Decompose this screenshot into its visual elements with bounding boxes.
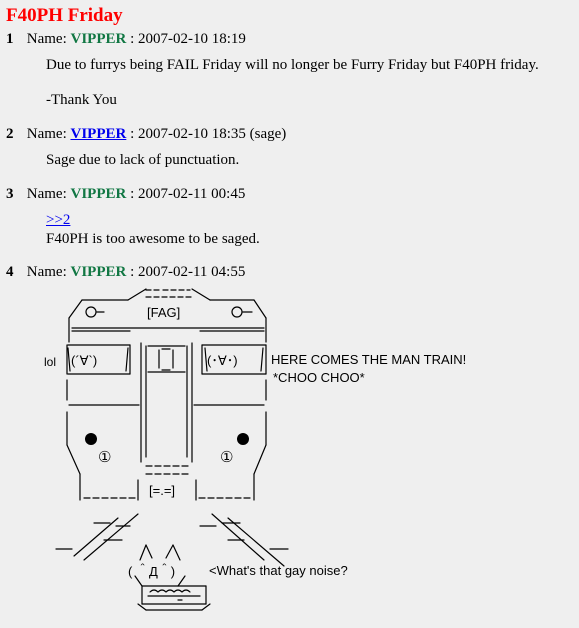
- train-headline: HERE COMES THE MAN TRAIN!: [271, 352, 467, 367]
- poster-email-link[interactable]: VIPPER: [70, 126, 127, 142]
- name-label: Name:: [26, 126, 67, 142]
- post-text: Due to furrys being FAIL Friday will no …: [46, 57, 539, 73]
- name-label: Name:: [26, 264, 67, 280]
- post-date: : 2007-02-11 04:55: [130, 264, 246, 280]
- name-label: Name:: [26, 186, 67, 202]
- post-date: : 2007-02-10 18:35 (sage): [130, 126, 287, 142]
- choo-choo-text: *CHOO CHOO*: [273, 370, 365, 385]
- reply-link[interactable]: >>2: [46, 212, 71, 228]
- post-header: 1 Name: VIPPER : 2007-02-10 18:19: [6, 30, 246, 48]
- post-text: -Thank You: [46, 92, 117, 108]
- post-body: -Thank You: [46, 91, 117, 110]
- lol-text: lol: [44, 355, 56, 369]
- bumper-plate-text: [=.=]: [149, 483, 175, 498]
- face-left-text: (´∀`): [71, 353, 97, 368]
- post-date: : 2007-02-11 00:45: [130, 186, 246, 202]
- circled-one-left: ①: [98, 449, 111, 466]
- post-body: Due to furrys being FAIL Friday will no …: [46, 56, 539, 75]
- post-text: Sage due to lack of punctuation.: [46, 152, 240, 168]
- post-body: >>2 F40PH is too awesome to be saged.: [46, 211, 260, 249]
- post-number: 2: [6, 126, 14, 142]
- post-header: 2 Name: VIPPER : 2007-02-10 18:35 (sage): [6, 125, 286, 143]
- poster-name: VIPPER: [70, 31, 127, 47]
- train-sign-text: [FAG]: [147, 305, 180, 320]
- name-label: Name:: [26, 31, 67, 47]
- post-number: 4: [6, 264, 14, 280]
- cat-face-text: ( ＾Д＾): [128, 563, 175, 579]
- poster-name: VIPPER: [70, 186, 127, 202]
- poster-name: VIPPER: [70, 264, 127, 280]
- cat-question-text: <What's that gay noise?: [209, 563, 348, 578]
- post-text: F40PH is too awesome to be saged.: [46, 231, 260, 247]
- thread-title: F40PH Friday: [6, 5, 123, 26]
- post-number: 1: [6, 31, 14, 47]
- post-date: : 2007-02-10 18:19: [130, 31, 246, 47]
- post-header: 4 Name: VIPPER : 2007-02-11 04:55: [6, 263, 245, 281]
- post-body: Sage due to lack of punctuation.: [46, 151, 239, 170]
- circled-one-right: ①: [220, 449, 233, 466]
- face-right-text: (･∀･): [207, 353, 238, 368]
- post-number: 3: [6, 186, 14, 202]
- post-header: 3 Name: VIPPER : 2007-02-11 00:45: [6, 185, 245, 203]
